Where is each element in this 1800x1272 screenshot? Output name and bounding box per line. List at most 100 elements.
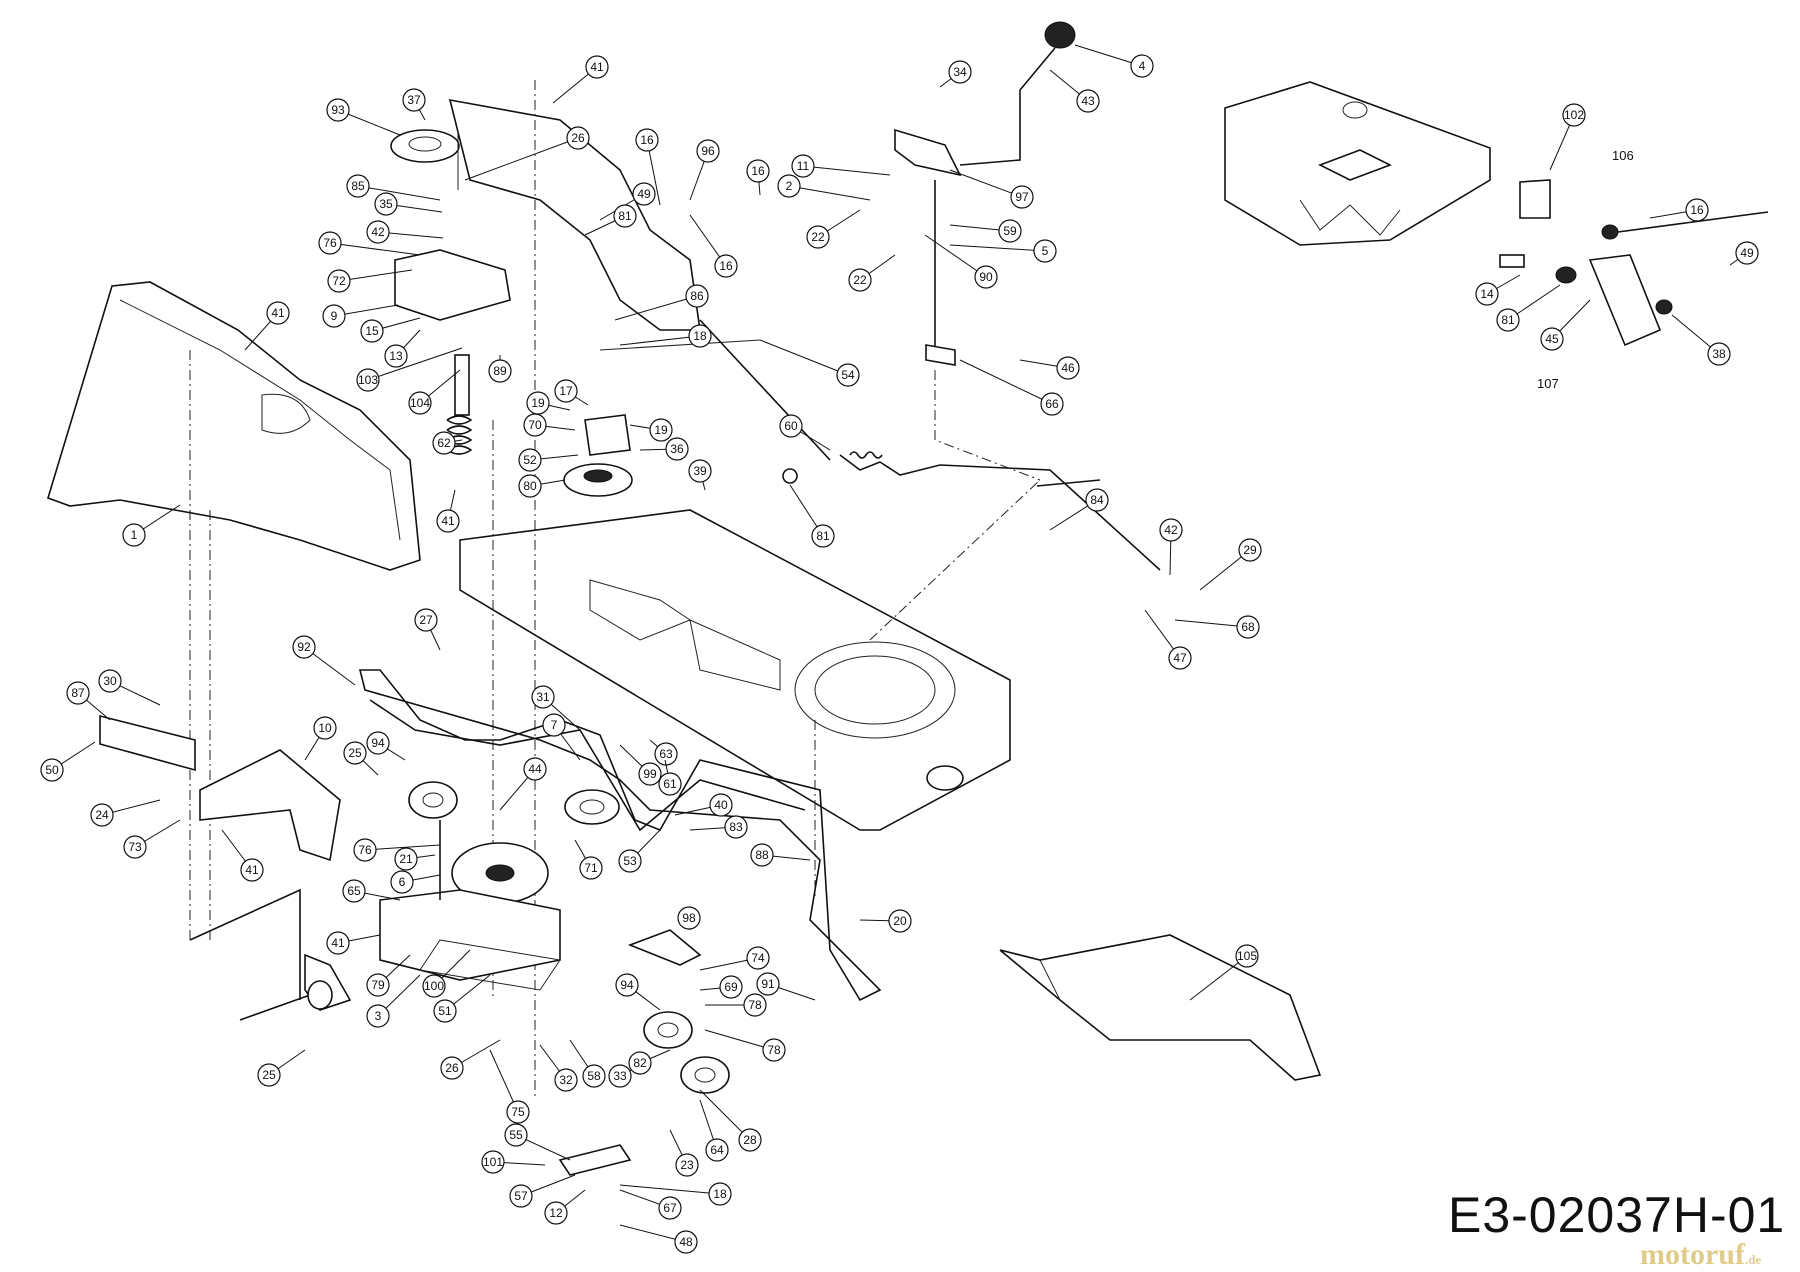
callout-label: 32 [559,1073,573,1087]
callout-circle [738,1128,762,1152]
callout-label: 7 [551,718,558,732]
callout-circle [122,523,146,547]
callout-61: 61 [658,759,682,796]
callout-97: 97 [949,169,1034,209]
callout-circle [98,669,122,693]
callout-circle [1235,944,1259,968]
callout-42b: 42 [1159,518,1183,576]
callout-10: 10 [304,716,337,761]
callout-circle [1085,488,1109,512]
callout-label: 70 [528,418,542,432]
callout-label: 4 [1139,59,1146,73]
callout-label: 29 [1243,543,1257,557]
callout-85: 85 [346,174,441,201]
callout-leader [464,137,579,181]
callout-82: 82 [628,1049,671,1075]
callout-65: 65 [342,879,401,903]
callout-78a: 78 [705,993,767,1017]
callout-label: 19 [654,423,668,437]
callout-circle [326,931,350,955]
callout-2: 2 [777,174,871,201]
watermark-logo: motoruf.de [1640,1238,1761,1272]
callout-label: 5 [1042,244,1049,258]
callout-circle [1168,646,1192,670]
callout-100: 100 [422,949,471,998]
callout-59: 59 [949,219,1022,243]
callout-28: 28 [699,1089,762,1152]
callout-94b: 94 [615,973,661,1011]
callout-circle [488,359,512,383]
callout-circle [888,909,912,933]
callout-41d: 41 [221,829,264,882]
callout-circle [566,126,590,150]
callout-label: 99 [643,767,657,781]
callout-label: 66 [1045,397,1059,411]
callout-84: 84 [1049,488,1109,531]
callout-92: 92 [292,635,356,686]
callout-label: 93 [331,103,345,117]
callout-4: 4 [1074,44,1154,78]
callout-87: 87 [66,681,111,721]
callout-label: 38 [1712,347,1726,361]
callout-label: 15 [365,324,379,338]
callout-circle [677,906,701,930]
callout-52: 52 [518,448,579,472]
callout-label: 12 [549,1206,563,1220]
callout-9: 9 [322,304,399,328]
callout-circle [750,843,774,867]
callout-label: 1 [131,528,138,542]
callout-circle [408,391,432,415]
callout-label: 41 [271,306,285,320]
plain-label-layer: 106 107 [1537,148,1634,391]
callout-label: 80 [523,479,537,493]
callout-12: 12 [544,1189,586,1225]
callout-circle [326,98,350,122]
callout-label: 36 [670,442,684,456]
callout-label: 43 [1081,94,1095,108]
callout-11: 11 [791,154,891,178]
callout-6: 6 [390,870,441,894]
callout-50: 50 [40,741,96,782]
callout-label: 60 [784,419,798,433]
callout-label: 19 [531,396,545,410]
callout-label: 85 [351,179,365,193]
callout-25a: 25 [343,741,379,776]
callout-circle [422,974,446,998]
front-axle-bracket [99,714,352,1021]
callout-label: 42 [1164,523,1178,537]
callout-label: 41 [331,936,345,950]
callout-55: 55 [504,1123,571,1161]
callout-label: 49 [637,187,651,201]
callout-circle [762,1038,786,1062]
shift-lever-assembly [782,21,1161,571]
callout-62: 62 [432,431,463,455]
callout-label: 22 [853,273,867,287]
callout-label: 51 [438,1004,452,1018]
callout-label: 62 [437,436,451,450]
callout-circle [1685,198,1709,222]
watermark-text: motoruf [1640,1238,1745,1271]
drawing-code: E3-02037H-01 [1448,1187,1786,1243]
callout-circle [554,1068,578,1092]
callout-label: 67 [663,1201,677,1215]
callout-label: 11 [797,159,810,173]
callout-circle [481,1150,505,1174]
callout-circle [836,363,860,387]
callout-circle [658,772,682,796]
part-label-106: 106 [1612,148,1634,163]
callout-90: 90 [924,234,998,289]
callout-label: 81 [816,529,830,543]
callout-circle [779,414,803,438]
callout-41a: 41 [552,55,609,104]
callout-circle [709,793,733,817]
callout-leader [759,339,849,376]
callout-label: 68 [1241,620,1255,634]
callout-label: 58 [587,1069,601,1083]
callout-40: 40 [674,793,733,817]
part-label-107: 107 [1537,376,1559,391]
callout-98: 98 [677,906,701,931]
callout-91: 91 [756,972,816,1001]
callout-label: 14 [1480,287,1494,301]
callout-19a: 19 [526,391,571,415]
callout-circle [343,741,367,765]
